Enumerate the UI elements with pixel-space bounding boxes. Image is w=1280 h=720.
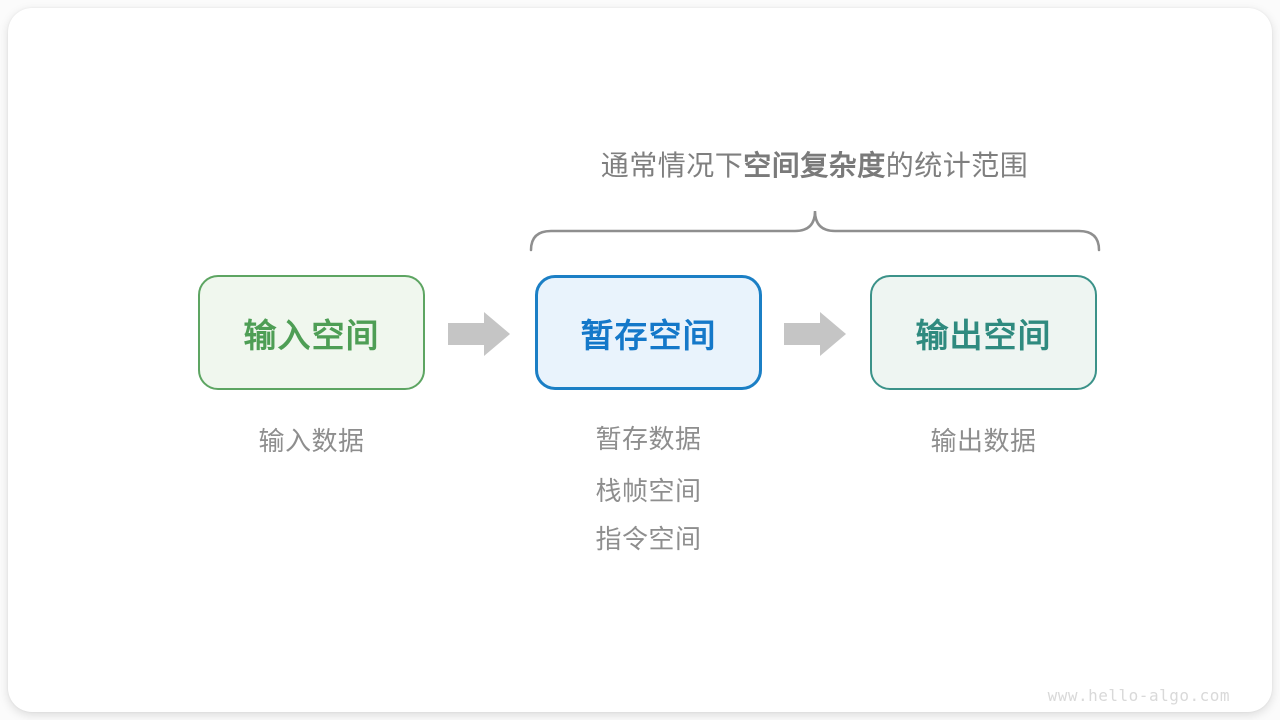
node-temp-space: 暂存空间: [535, 275, 762, 390]
note-temp-data: 暂存数据: [595, 424, 702, 454]
scope-title-suffix: 的统计范围: [885, 150, 1029, 181]
note-instruction-space: 指令空间: [595, 524, 702, 554]
site-watermark: www.hello-algo.com: [1047, 686, 1230, 705]
node-output-space-label: 输出空间: [915, 316, 1052, 354]
scope-title-emphasis: 空间复杂度: [743, 150, 886, 181]
arrow-right-icon: [448, 312, 510, 356]
node-input-space-label: 输入空间: [243, 316, 380, 354]
diagram-card: 通常情况下空间复杂度的统计范围 输入空间 暂存空间 输出空间 输入数据 暂存数据…: [8, 8, 1272, 712]
curly-brace-icon: [529, 210, 1101, 252]
node-input-space: 输入空间: [198, 275, 425, 390]
note-input-data: 输入数据: [258, 426, 365, 456]
note-stack-frame-space: 栈帧空间: [595, 476, 702, 506]
node-temp-space-label: 暂存空间: [580, 316, 717, 354]
scope-title-prefix: 通常情况下: [600, 150, 744, 181]
scope-title: 通常情况下空间复杂度的统计范围: [531, 148, 1098, 184]
note-output-data: 输出数据: [930, 426, 1037, 456]
arrow-right-icon: [784, 312, 846, 356]
node-output-space: 输出空间: [870, 275, 1097, 390]
